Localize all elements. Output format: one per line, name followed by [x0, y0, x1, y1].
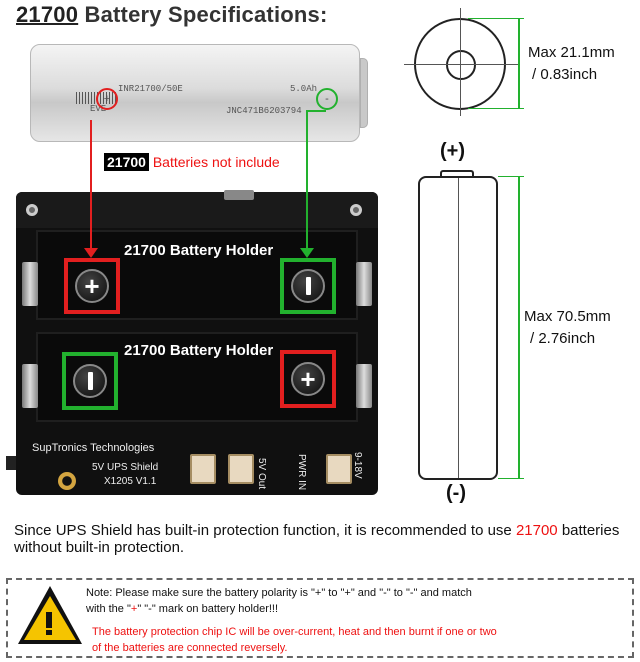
warning-box	[6, 578, 634, 658]
plus-disc-icon: +	[75, 269, 109, 303]
battery-minus-marker: -	[316, 88, 338, 110]
warning-line2: with the "+" "-" mark on battery holder!…	[86, 602, 278, 617]
cylinder-cap	[440, 170, 474, 178]
green-arrow-link	[308, 110, 326, 112]
not-included-text: Batteries not include	[152, 154, 280, 170]
warning-line3: The battery protection chip IC will be o…	[92, 626, 497, 638]
title-rest: Battery Specifications:	[78, 2, 328, 27]
recommendation-note: Since UPS Shield has built-in protection…	[14, 522, 624, 556]
note-part2: batteries without built-in protection.	[14, 522, 620, 556]
pcb-gold-pad	[58, 472, 76, 490]
warning-line2-plus: +	[130, 603, 138, 615]
positive-label: (+)	[440, 140, 465, 162]
battery-plus-sign: +	[103, 93, 111, 105]
diameter-line2: / 0.83inch	[532, 66, 598, 83]
length-line1: Max 70.5mm	[524, 308, 611, 325]
dim-arrow-length	[518, 176, 520, 478]
connector-3	[326, 454, 352, 484]
battery-terminal-view	[446, 50, 476, 80]
pcb-model-line1: 5V UPS Shield	[92, 462, 159, 473]
battery-cap	[360, 58, 368, 128]
battery-side-view	[418, 176, 498, 480]
warning-line2-a: with the "	[86, 603, 131, 615]
side-switch	[6, 456, 16, 470]
warning-bang-bar	[46, 612, 52, 628]
dim-line-bottom	[468, 108, 524, 109]
length-line2: / 2.76inch	[530, 330, 596, 347]
terminal-minus-top	[280, 258, 336, 314]
diameter-line1: Max 21.1mm	[528, 44, 615, 61]
dim-line-top	[468, 18, 524, 19]
holder-clip-left-top	[22, 262, 38, 306]
battery-serial: JNC471B6203794	[226, 106, 302, 116]
terminal-plus-bottom: +	[280, 350, 336, 408]
red-arrow-line	[90, 120, 92, 256]
title-highlight: 21700	[16, 2, 79, 27]
battery-capacity: 5.0Ah	[290, 84, 318, 94]
pcb-pwr-in: PWR IN	[296, 454, 307, 491]
battery-minus-sign: -	[325, 93, 329, 105]
warning-bang-dot	[46, 630, 52, 635]
warning-line2-b: " "-" mark on battery holder!!!	[137, 603, 279, 615]
holder-label-top: 21700 Battery Holder	[124, 242, 274, 259]
dim-arrow-diameter	[518, 18, 520, 108]
len-line-top	[498, 176, 524, 177]
terminal-plus-top: +	[64, 258, 120, 314]
battery-brand: EVE	[90, 104, 107, 114]
minus-disc-icon	[291, 269, 325, 303]
pcb-5v-out: 5V Out	[256, 458, 267, 490]
len-line-bottom	[498, 478, 524, 479]
green-arrow-head-icon	[300, 248, 314, 258]
battery-plus-marker: +	[96, 88, 118, 110]
warning-line1: Note: Please make sure the battery polar…	[86, 587, 472, 599]
pcb-model-line2: X1205 V1.1	[104, 476, 157, 487]
battery-model: INR21700/50E	[118, 84, 183, 94]
pcb-brand: SupTronics Technologies	[32, 442, 155, 454]
cylinder-center-line	[458, 178, 459, 478]
note-part1: Since UPS Shield has built-in protection…	[14, 522, 516, 539]
holder-clip-right-top	[356, 262, 372, 306]
holder-clip-left-bottom	[22, 364, 38, 408]
plus-disc-icon: +	[291, 362, 325, 396]
mount-hole-tr	[350, 204, 362, 216]
red-arrow-head-icon	[84, 248, 98, 258]
holder-label-bottom: 21700 Battery Holder	[124, 342, 274, 359]
mount-hole-tl	[26, 204, 38, 216]
page-title: 21700 Battery Specifications:	[16, 2, 328, 28]
pcb-voltage: 9-18V	[352, 452, 363, 479]
negative-label: (-)	[446, 482, 466, 504]
usb-port	[224, 190, 254, 200]
green-arrow-line	[306, 110, 308, 256]
not-included-label: 21700 Batteries not include	[104, 153, 280, 171]
warning-line4: of the batteries are connected reversely…	[92, 642, 288, 654]
board-top-edge	[16, 192, 378, 228]
not-included-tag: 21700	[104, 153, 149, 171]
minus-disc-icon	[73, 364, 107, 398]
center-line-v	[460, 8, 461, 116]
holder-clip-right-bottom	[356, 364, 372, 408]
connector-1	[190, 454, 216, 484]
center-line-h	[404, 64, 518, 65]
terminal-minus-bottom	[62, 352, 118, 410]
note-red: 21700	[515, 522, 558, 539]
connector-2	[228, 454, 254, 484]
